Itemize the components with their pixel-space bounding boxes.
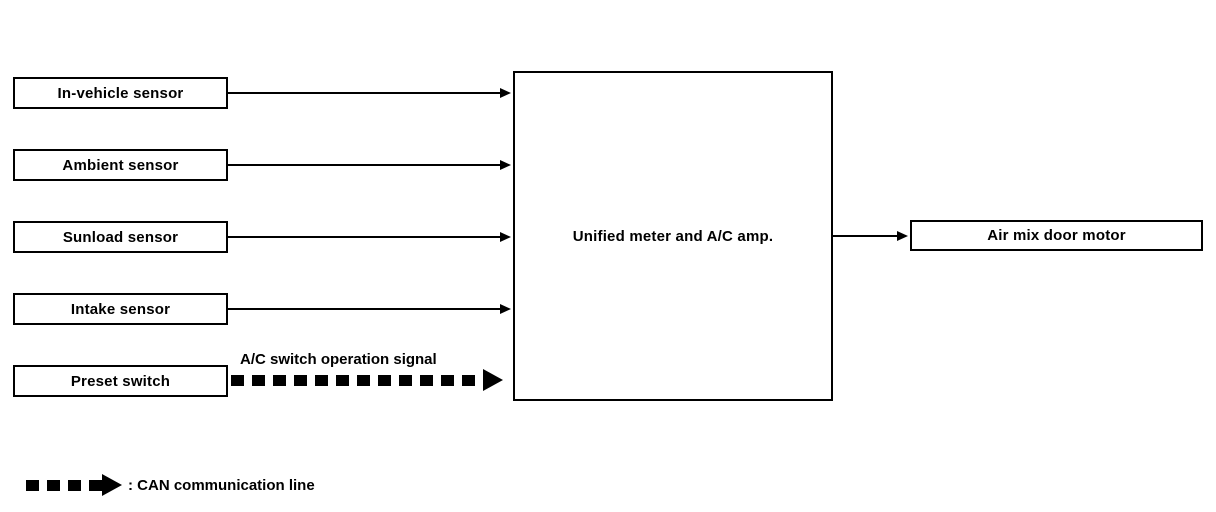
legend-can-symbol-icon <box>26 474 122 496</box>
legend-label: : CAN communication line <box>128 476 315 494</box>
connector-ambient-sensor <box>228 164 502 166</box>
can-arrow-head-icon <box>483 369 503 391</box>
node-label: In-vehicle sensor <box>57 84 184 102</box>
arrow-head-icon <box>500 232 511 242</box>
node-label: Preset switch <box>70 372 171 390</box>
node-label: Intake sensor <box>70 300 171 318</box>
arrow-head-icon <box>500 304 511 314</box>
connector-in-vehicle-sensor <box>228 92 502 94</box>
node-label: Ambient sensor <box>62 156 179 174</box>
node-preset-switch: Preset switch <box>13 365 228 397</box>
node-ambient-sensor: Ambient sensor <box>13 149 228 181</box>
legend: : CAN communication line <box>26 472 315 498</box>
node-sunload-sensor: Sunload sensor <box>13 221 228 253</box>
node-label: Air mix door motor <box>987 227 1126 244</box>
arrow-head-icon <box>500 88 511 98</box>
node-in-vehicle-sensor: In-vehicle sensor <box>13 77 228 109</box>
arrow-head-icon <box>897 231 908 241</box>
node-label: Sunload sensor <box>62 228 179 246</box>
signal-label-ac-switch-operation: A/C switch operation signal <box>240 351 437 368</box>
connector-controller-to-air-mix-door-motor <box>833 235 899 237</box>
node-air-mix-door-motor: Air mix door motor <box>910 220 1203 251</box>
can-line-icon <box>26 480 102 491</box>
connector-intake-sensor <box>228 308 502 310</box>
connector-sunload-sensor <box>228 236 502 238</box>
can-connector-preset-switch <box>231 375 483 386</box>
node-label: Unified meter and A/C amp. <box>572 227 774 245</box>
arrow-head-icon <box>500 160 511 170</box>
node-unified-meter-and-ac-amp: Unified meter and A/C amp. <box>513 71 833 401</box>
can-arrow-head-icon <box>102 474 122 496</box>
node-intake-sensor: Intake sensor <box>13 293 228 325</box>
